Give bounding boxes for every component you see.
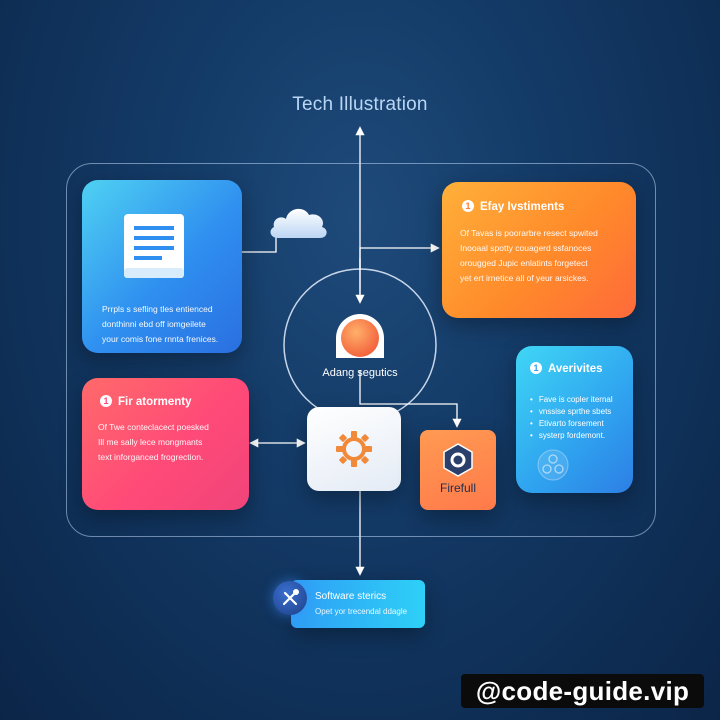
atormenty-card: 1 Fir atormenty Of Twe conteclacect poesk…	[82, 378, 249, 510]
investments-card: 1 Efay Ivstiments Of Tavas is poorarbre r…	[442, 182, 636, 318]
cloud-icon	[270, 208, 327, 238]
number-badge: 1	[100, 395, 112, 407]
list-item: Fave is copler iternal	[530, 394, 630, 406]
firefull-label: Firefull	[439, 481, 476, 495]
number-badge: 1	[530, 362, 542, 374]
gear-icon	[336, 431, 372, 467]
software-text: Opet yor trecendal ddagle	[315, 607, 408, 616]
software-title: Software sterics	[315, 591, 387, 602]
connector-firefull	[359, 370, 462, 428]
cluster-icon	[537, 449, 569, 481]
atormenty-title: Fir atormenty	[118, 396, 192, 408]
averivites-title: Averivites	[548, 363, 603, 375]
software-card: Software sterics Opet yor trecendal ddag…	[291, 580, 425, 628]
firefull-card: Firefull	[420, 430, 496, 510]
investments-title: Efay Ivstiments	[480, 201, 565, 213]
doc-text-line: Prrpls s sefling tles entienced	[102, 304, 213, 314]
averivites-card: 1 Averivites Fave is copler iternal vnssi…	[516, 346, 633, 493]
watermark: @code-guide.vip	[461, 674, 704, 708]
atormenty-text-line: Of Twe conteclacect poesked	[98, 422, 209, 432]
doc-text-line: donthinni ebd off iomgeilete	[102, 319, 206, 329]
investments-text-line: orougged Jupic enlatints forgetect	[460, 258, 588, 268]
tools-icon	[273, 581, 307, 615]
document-card: Prrpls s sefling tles entienced donthinn…	[82, 180, 242, 353]
connector-doc-cloud	[242, 236, 277, 253]
investments-text-line: Inooaal spotty couagerd ssfanoces	[460, 243, 592, 253]
list-item: Etivarto forsement	[530, 418, 630, 430]
averivites-list: Fave is copler iternal vnssise sprthe sb…	[530, 394, 630, 442]
document-icon	[124, 214, 184, 278]
list-item: systerp fordemont.	[530, 430, 630, 442]
investments-text-line: yet ert irnetice all of yeur arsickes.	[460, 273, 589, 283]
dome-icon	[336, 314, 384, 358]
core-node-card	[307, 407, 401, 491]
hexagon-icon	[443, 443, 473, 477]
atormenty-text-line: text inforganced frogrection.	[98, 452, 204, 462]
list-item: vnssise sprthe sbets	[530, 406, 630, 418]
investments-text-line: Of Tavas is poorarbre resect spwited	[460, 228, 598, 238]
diagram-frame	[66, 163, 656, 537]
number-badge: 1	[462, 200, 474, 212]
circle-label: Adang segutics	[322, 367, 398, 379]
page-title: Tech Illustration	[292, 94, 428, 115]
atormenty-text-line: Ill me sally lece mongmants	[98, 437, 203, 447]
doc-text-line: your comis fone rnnta frenices.	[102, 334, 219, 344]
